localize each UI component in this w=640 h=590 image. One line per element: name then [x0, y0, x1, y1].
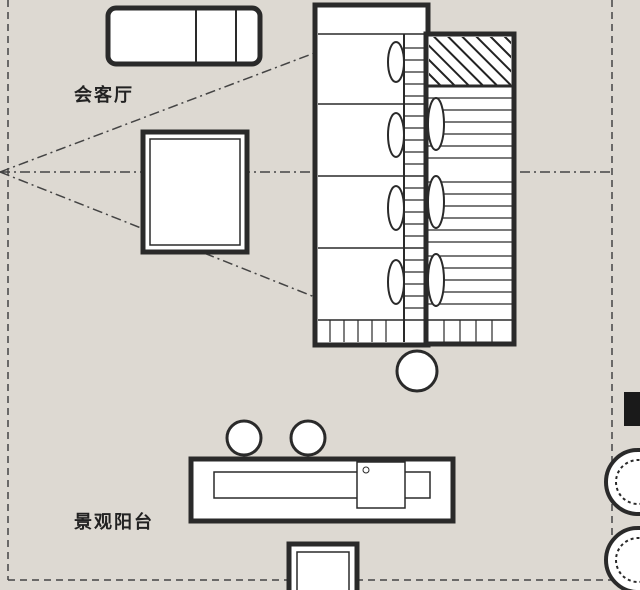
square-table: [140, 129, 250, 255]
single-bed: [105, 5, 263, 67]
round-stool: [395, 349, 439, 393]
chair: [286, 541, 360, 590]
potted-plant: [604, 526, 640, 590]
balcony-counter: [188, 456, 456, 524]
wall-post: [624, 392, 640, 426]
slatted-unit: [423, 31, 517, 347]
bar-stool: [225, 419, 263, 457]
potted-plant: [604, 448, 640, 516]
bar-stool: [289, 419, 327, 457]
room-label-reception: 会客厅: [74, 84, 134, 106]
room-label-landscape-balcony: 景观阳台: [74, 511, 154, 533]
shelving-unit: [312, 2, 431, 348]
